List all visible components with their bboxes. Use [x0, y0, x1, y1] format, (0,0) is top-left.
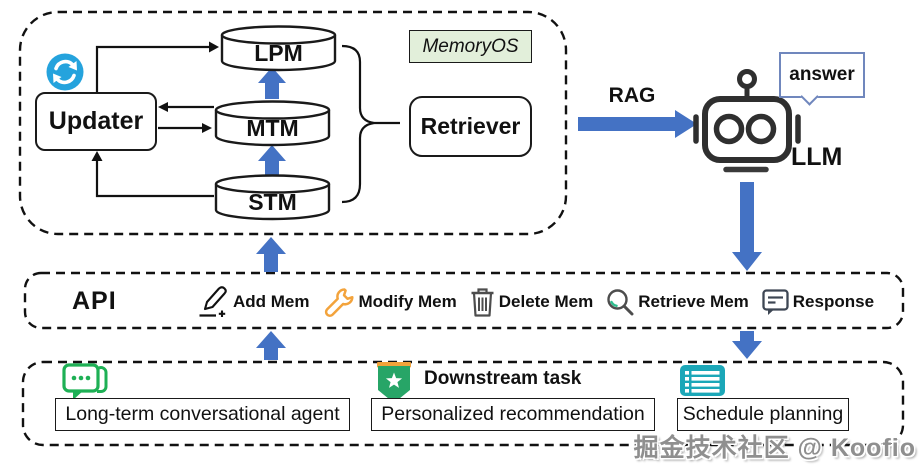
api-dashed-box — [23, 271, 905, 330]
updater-box: Updater — [35, 92, 157, 151]
memoryos-title-badge: MemoryOS — [409, 30, 532, 63]
black-connectors — [95, 45, 214, 198]
api-label: API — [72, 287, 117, 315]
task-label: Personalized recommendation — [381, 403, 645, 425]
cylinder-shape — [214, 174, 331, 221]
task-schedule-planning: Schedule planning — [677, 398, 849, 431]
api-item-delete-mem: Delete Mem — [470, 287, 593, 318]
refresh-sync-icon — [46, 53, 84, 91]
llm-label: LLM — [791, 143, 843, 171]
task-label: Schedule planning — [682, 403, 844, 425]
cylinder-shape — [214, 100, 331, 147]
schedule-list-icon — [680, 365, 725, 396]
speech-lines-icon — [762, 288, 789, 315]
blue-arrows — [256, 67, 762, 360]
answer-label: answer — [789, 64, 855, 85]
cylinder-shape — [220, 25, 337, 72]
api-item-label: Delete Mem — [498, 292, 594, 311]
retriever-label: Retriever — [420, 113, 521, 139]
updater-label: Updater — [48, 107, 144, 135]
stm-label: STM — [248, 189, 297, 215]
mtm-to-lpm-arrow — [258, 67, 286, 99]
arrowhead-to-updater-bottom — [91, 151, 103, 161]
arrowhead-to-mtm — [202, 123, 212, 133]
mtm-label: MTM — [246, 115, 299, 141]
lpm-cylinder: LPM — [220, 24, 337, 72]
arrowhead-to-lpm — [209, 41, 219, 53]
rag-arrow — [578, 110, 697, 138]
trash-icon — [471, 287, 494, 317]
cylinders-brace — [341, 44, 375, 204]
api-item-retrieve-mem: Retrieve Mem — [606, 288, 749, 316]
stm-to-mtm-arrow — [258, 145, 286, 176]
task-personalized-recommendation: Personalized recommendation — [371, 398, 655, 431]
retriever-box: Retriever — [409, 96, 532, 157]
api-to-downstream-arrow — [732, 331, 762, 359]
api-item-label: Modify Mem — [358, 292, 457, 311]
api-item-label: Add Mem — [233, 292, 310, 311]
api-items-row: Add Mem Modify Mem Delete Mem — [198, 282, 874, 322]
api-item-label: Response — [792, 292, 875, 311]
api-item-label: Retrieve Mem — [638, 292, 749, 311]
api-item-add-mem: Add Mem — [198, 285, 310, 319]
task-label: Long-term conversational agent — [65, 403, 340, 425]
black-arrowheads — [91, 41, 219, 161]
pencil-plus-icon — [199, 286, 227, 317]
search-magnifier-icon — [607, 289, 634, 316]
rag-label: RAG — [608, 84, 656, 107]
api-item-modify-mem: Modify Mem — [323, 287, 457, 318]
llm-to-api-arrow — [732, 182, 762, 271]
chat-bubbles-icon — [62, 363, 108, 400]
api-to-memoryos-arrow — [256, 237, 286, 272]
stm-cylinder: STM — [214, 173, 331, 221]
api-item-response: Response — [762, 288, 875, 316]
wrench-icon — [324, 287, 354, 317]
lpm-label: LPM — [254, 40, 303, 66]
memoryos-title: MemoryOS — [422, 35, 519, 57]
stm-to-updater-line — [95, 161, 214, 198]
downstream-to-api-arrow — [256, 331, 286, 360]
mtm-cylinder: MTM — [214, 99, 331, 147]
memoryos-dashed-box — [18, 10, 568, 236]
robot-llm-icon — [693, 69, 801, 173]
downstream-heading: Downstream task — [424, 368, 582, 389]
arrowhead-to-updater — [158, 102, 168, 112]
answer-speech-bubble: answer — [779, 52, 865, 98]
downstream-dashed-box — [21, 360, 905, 447]
task-long-term-agent: Long-term conversational agent — [55, 398, 350, 431]
updater-to-lpm-line — [95, 45, 209, 92]
star-badge-icon — [377, 362, 411, 403]
watermark: 掘金技术社区 @ Koofio — [633, 434, 916, 462]
